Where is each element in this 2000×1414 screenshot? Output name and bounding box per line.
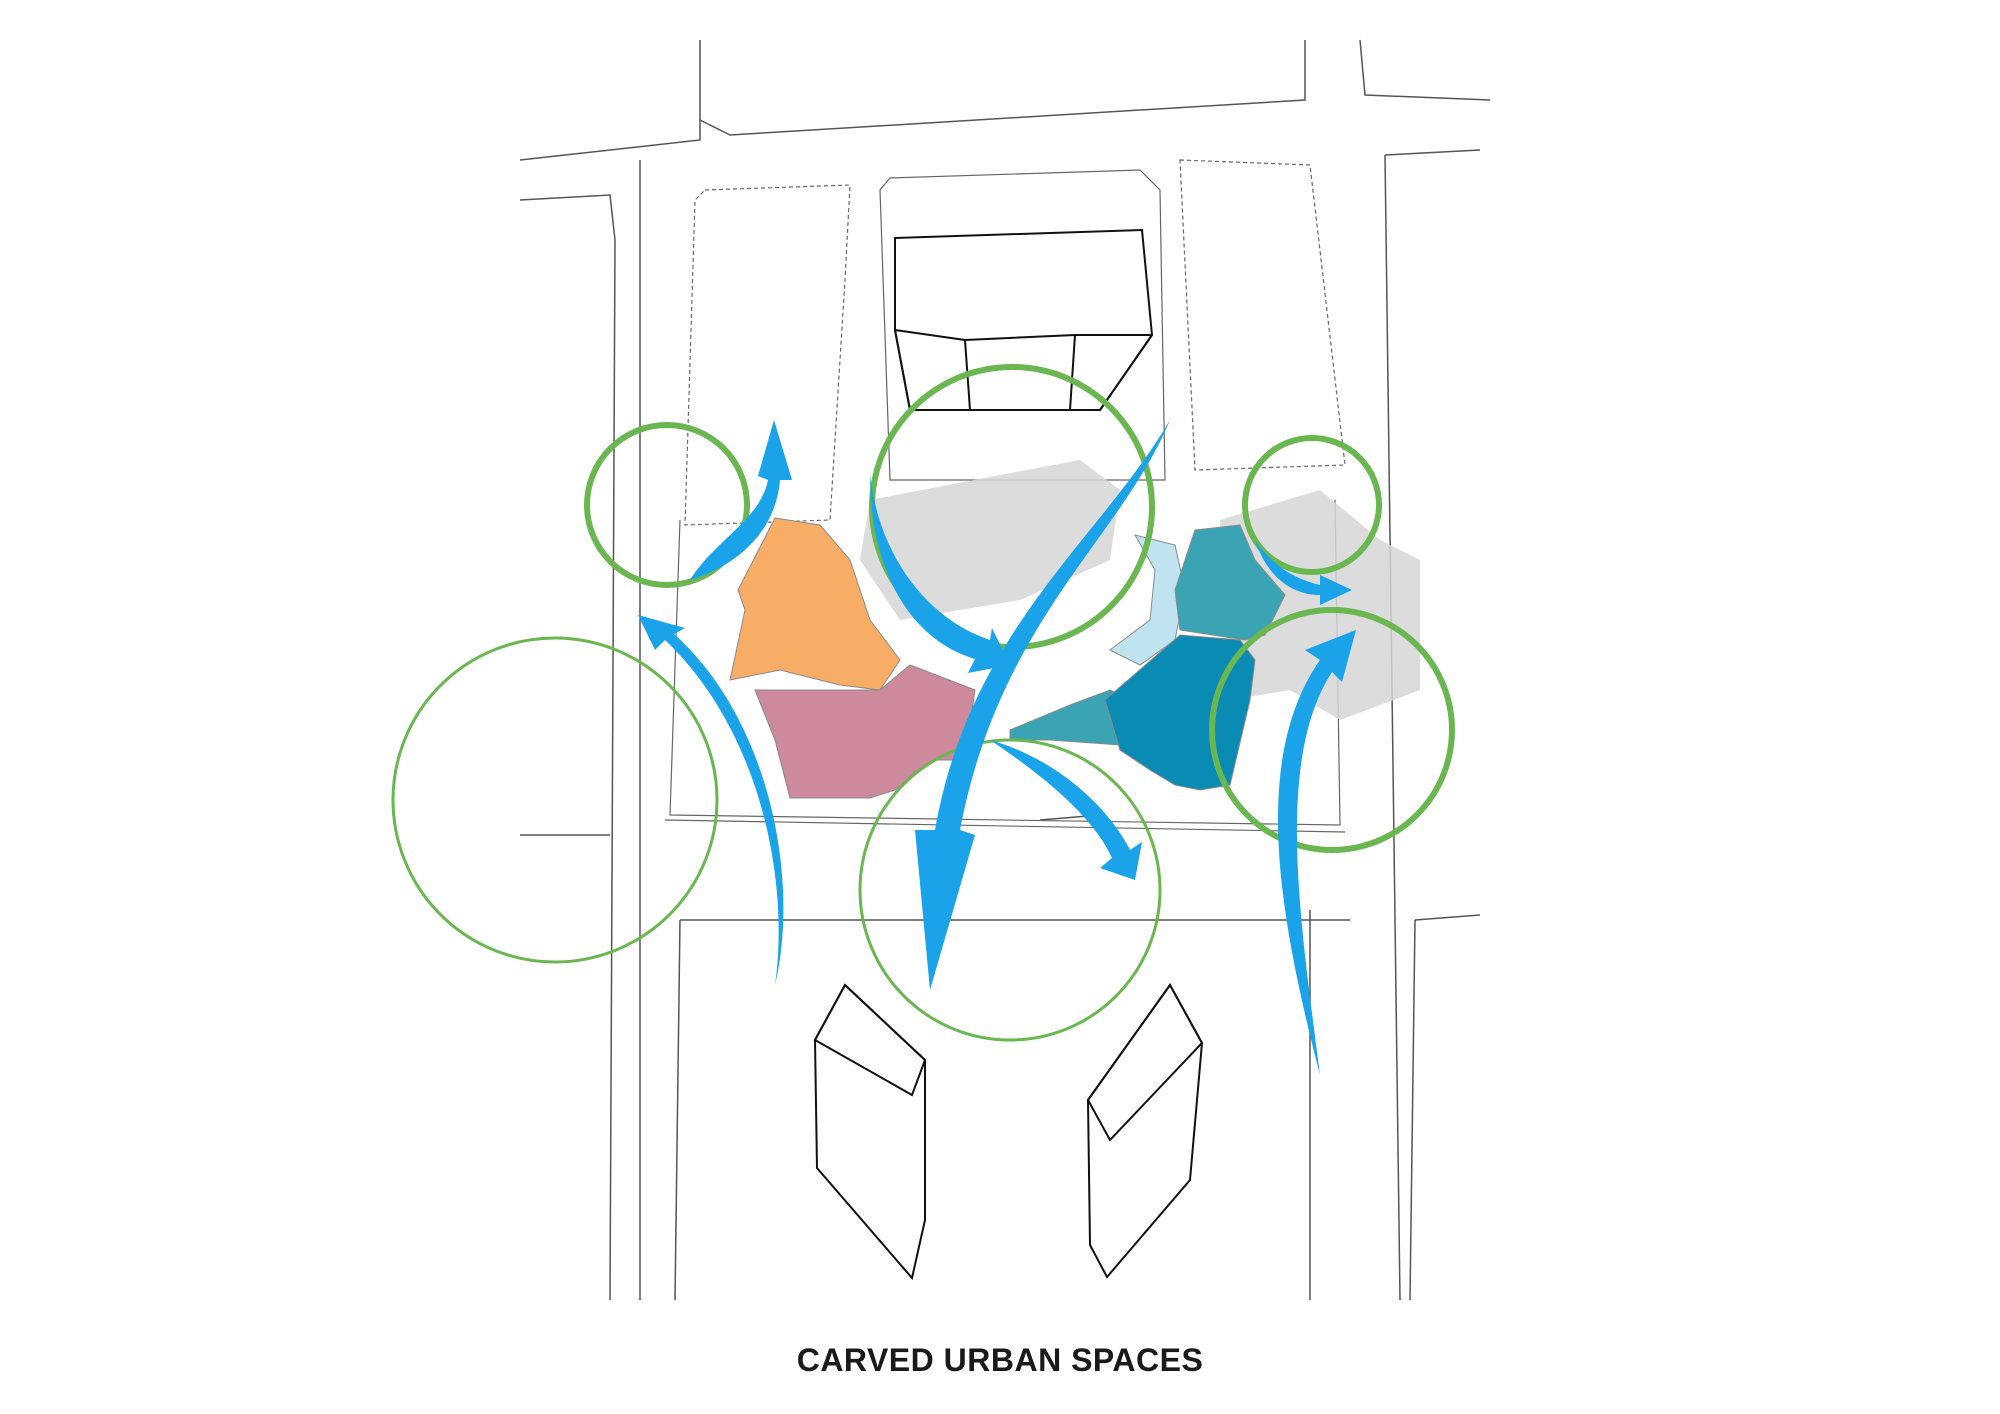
green-circle	[858, 738, 1162, 1042]
pedestrian-flow-arrow	[638, 615, 784, 985]
pink-volume	[754, 664, 976, 799]
green-circle	[391, 636, 719, 964]
pedestrian-flow-arrow	[690, 420, 792, 580]
pedestrian-flow-arrow	[915, 420, 1170, 990]
pedestrian-flow-arrow	[870, 475, 1010, 673]
green-circle	[1209, 607, 1455, 853]
lower-buildings	[813, 983, 1204, 1281]
pedestrian-flow-arrow	[990, 740, 1142, 880]
street-linework	[519, 39, 1491, 1301]
flow-arrows	[638, 420, 1356, 1075]
diagram-caption: CARVED URBAN SPACES	[796, 1342, 1204, 1378]
pedestrian-flow-arrow	[1278, 630, 1356, 1075]
green-circle	[1242, 435, 1382, 575]
tower-block	[894, 228, 1154, 411]
green-circle	[584, 422, 750, 588]
pedestrian-flow-arrow	[1255, 540, 1352, 605]
building-volumes	[729, 517, 1286, 799]
light-blue-band	[1109, 534, 1186, 666]
blue-volume	[1104, 634, 1256, 791]
orange-volume	[729, 517, 901, 691]
teal-volume-upper	[1174, 524, 1286, 641]
